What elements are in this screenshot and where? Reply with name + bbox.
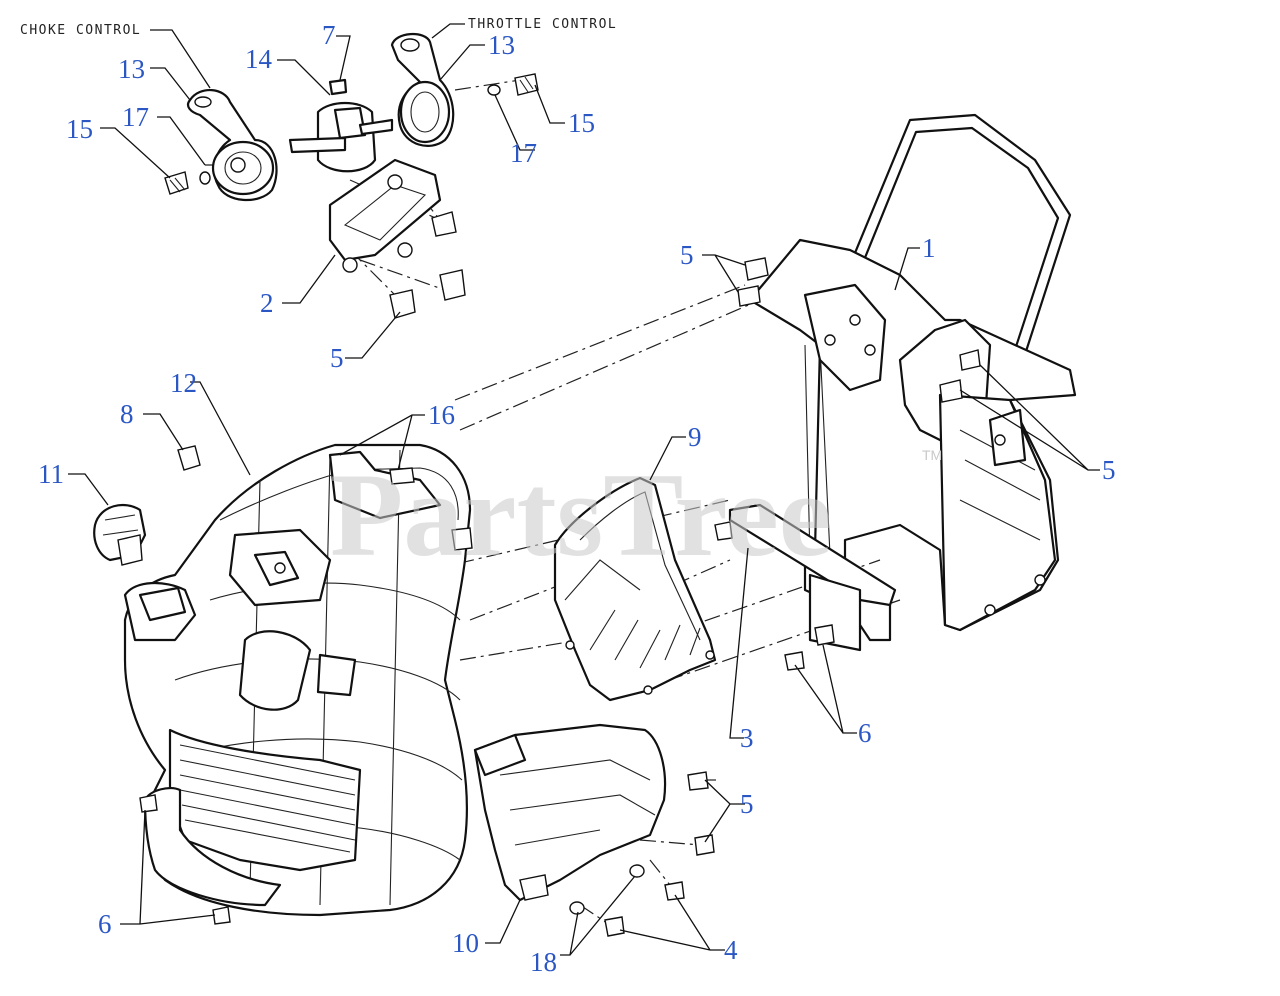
callout-label-c17a: 17 [122, 102, 149, 132]
throttle-control-assembly [390, 33, 539, 147]
choke-control-assembly [164, 89, 278, 202]
choke-caption-leader [150, 29, 211, 89]
callout-label-c15b: 15 [568, 108, 595, 138]
callout-label-c7: 7 [322, 20, 336, 50]
callout-label-c9: 9 [688, 422, 702, 452]
callout-label-c6b: 6 [98, 909, 112, 939]
callout-label-c16: 16 [428, 400, 455, 430]
rear-frame-1 [714, 113, 1077, 671]
callout-label-c10: 10 [452, 928, 479, 958]
side-panel-9 [553, 476, 717, 702]
callout-label-c12: 12 [170, 368, 197, 398]
callout-label-c1: 1 [922, 233, 936, 263]
callout-label-c13b: 13 [488, 30, 515, 60]
callout-label-c5d: 5 [740, 789, 754, 819]
watermark-trademark: TM [922, 447, 942, 463]
lower-hardware [139, 771, 715, 937]
watermark-text: PartsTree [330, 448, 832, 581]
callout-label-c4: 4 [724, 935, 738, 965]
callout-label-c3: 3 [740, 723, 754, 753]
throttle-control-caption: THROTTLE CONTROL [468, 17, 617, 32]
callout-label-c5b: 5 [680, 240, 694, 270]
callout-label-c5a: 5 [330, 343, 344, 373]
callout-label-c8: 8 [120, 399, 134, 429]
throttle-caption-leader [431, 23, 465, 39]
callout-label-c14: 14 [245, 44, 273, 74]
hood-assembly [123, 443, 473, 917]
choke-control-caption: CHOKE CONTROL [20, 23, 141, 38]
callout-label-c18: 18 [530, 947, 557, 977]
callout-leaders [68, 35, 1100, 956]
callout-label-c6a: 6 [858, 718, 872, 748]
callout-label-c2: 2 [260, 288, 274, 318]
callout-label-c5c: 5 [1102, 455, 1116, 485]
small-switches [93, 445, 201, 566]
callout-label-c11: 11 [38, 459, 64, 489]
callout-label-c17b: 17 [510, 138, 537, 168]
callout-label-c13a: 13 [118, 54, 145, 84]
callout-label-c15a: 15 [66, 114, 93, 144]
control-bracket-assembly [288, 78, 466, 319]
captions: CHOKE CONTROL THROTTLE CONTROL [20, 17, 617, 89]
watermark: PartsTree TM [330, 447, 942, 581]
side-panel-10 [473, 723, 667, 902]
